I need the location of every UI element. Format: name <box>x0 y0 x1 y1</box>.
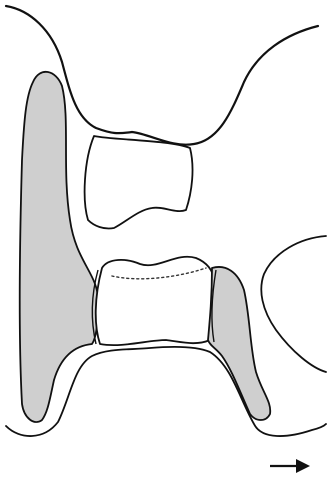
right-outer-contour <box>261 236 326 372</box>
direction-arrow-icon <box>270 459 310 473</box>
lower-tooth <box>96 257 214 345</box>
left-shaded-bar <box>20 72 98 422</box>
upper-tooth <box>85 136 193 229</box>
